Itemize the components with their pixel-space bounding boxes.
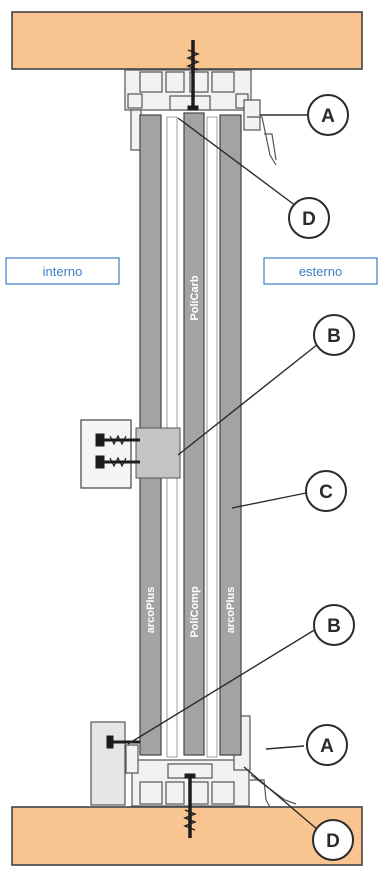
callout-d-bottom-label: D — [326, 831, 340, 852]
callout-b-lower: B — [313, 604, 355, 646]
top-wood-beam — [11, 11, 363, 70]
middle-bracket — [80, 419, 181, 489]
callout-d-top-label: D — [302, 209, 316, 230]
top-screw-icon — [186, 40, 200, 111]
leader-b-lower — [127, 628, 317, 745]
leader-c — [231, 492, 307, 509]
bottom-bracket-screw-icon — [106, 735, 140, 749]
gap-strip-right — [206, 116, 218, 758]
bottom-wood-beam — [11, 806, 363, 866]
callout-a-bottom-label: A — [320, 736, 334, 757]
inner-panel-label: arcoPlus — [145, 587, 157, 633]
outer-panel-label: arcoPlus — [225, 587, 237, 633]
bottom-gutter-profile — [250, 779, 271, 808]
leader-b-upper — [177, 343, 319, 456]
leader-d-bottom — [243, 766, 319, 831]
outside-label: esterno — [299, 264, 342, 279]
callout-a-top-label: A — [321, 106, 335, 127]
callout-d-bottom: D — [312, 819, 354, 861]
middle-lower-label: PoliComp — [189, 586, 201, 638]
top-gutter-profile — [247, 116, 277, 166]
callout-a-bottom: A — [306, 724, 348, 766]
callout-b-upper: B — [313, 314, 355, 356]
callout-a-top: A — [307, 94, 349, 136]
middle-panel — [183, 112, 205, 756]
callout-b-lower-label: B — [327, 616, 341, 637]
bottom-bracket — [90, 721, 140, 806]
outer-panel — [219, 114, 242, 756]
top-gutter-lip — [264, 133, 277, 161]
callout-c: C — [305, 470, 347, 512]
bracket-screws-icon — [95, 433, 140, 469]
leader-d-top — [177, 117, 297, 207]
leader-lines — [127, 114, 319, 831]
callout-b-upper-label: B — [327, 326, 341, 347]
inside-label-box — [5, 257, 120, 285]
middle-upper-label: PoliCarb — [189, 275, 201, 321]
callout-d-top: D — [288, 197, 330, 239]
inside-label: interno — [43, 264, 83, 279]
callout-c-label: C — [319, 482, 333, 503]
outside-label-box — [263, 257, 378, 285]
leader-a-bottom — [265, 745, 305, 750]
top-frame-profile — [124, 69, 261, 151]
bottom-screw-icon — [183, 773, 197, 838]
